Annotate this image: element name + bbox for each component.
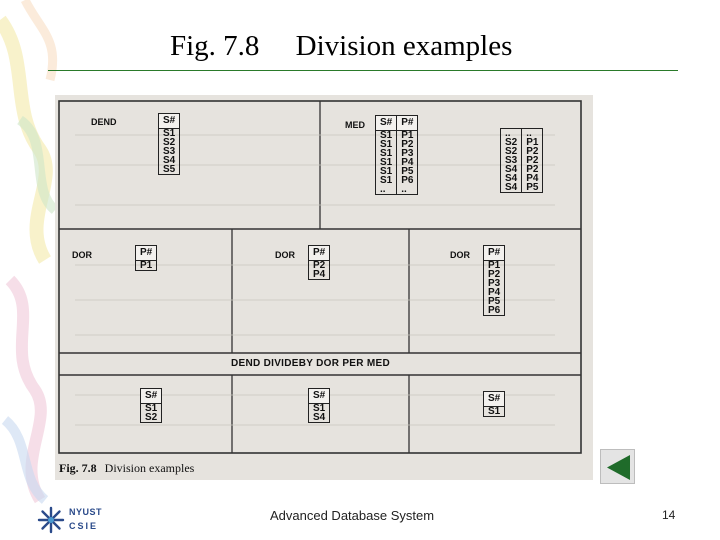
table-cell: P4 [396, 158, 419, 168]
table-cell: P5 [396, 167, 419, 177]
triangle-left-icon [607, 455, 630, 480]
table-cell: S4 [499, 183, 523, 193]
division-expression: DEND DIVIDEBY DOR PER MED [231, 358, 391, 369]
table-cell: S2 [157, 138, 181, 148]
table-cell: P1 [482, 260, 506, 270]
table-cell: S4 [307, 413, 331, 423]
nyust-csie-logo: NYUST CSIE [36, 505, 116, 535]
table-cell: S1 [374, 167, 398, 177]
table-cell: P1 [134, 260, 158, 271]
dend-table: S# S1 S2 S3 S4 S5 [157, 113, 181, 175]
dend-header: S# [157, 113, 181, 129]
footer-course-name: Advanced Database System [270, 508, 435, 523]
table-cell: S1 [374, 158, 398, 168]
table-cell: P4 [307, 270, 331, 280]
table-cell: S1 [374, 176, 398, 186]
table-cell: P2 [521, 156, 544, 166]
table-cell: P1 [396, 130, 419, 140]
table-cell: P3 [482, 279, 506, 289]
table-cell: P2 [521, 147, 544, 157]
dor-label: DOR [72, 250, 92, 260]
table-cell: S1 [482, 406, 506, 417]
result-header: S# [482, 391, 506, 407]
med-label: MED [345, 120, 365, 130]
dor-label: DOR [450, 250, 470, 260]
table-cell: .. [521, 128, 544, 138]
result-table-3: S# S1 [482, 391, 506, 417]
table-cell: P3 [396, 149, 419, 159]
table-cell: P4 [521, 174, 544, 184]
caption-number: Fig. 7.8 [59, 461, 97, 475]
dor-header: P# [482, 245, 506, 261]
table-cell: P2 [396, 140, 419, 150]
dend-label: DEND [91, 117, 117, 127]
table-cell: S1 [374, 130, 398, 140]
dor-table-2: P# P2 P4 [307, 245, 331, 280]
slide-title: Fig. 7.8 Division examples [170, 30, 513, 62]
dor-header: P# [307, 245, 331, 261]
table-cell: S1 [157, 128, 181, 138]
dor-table-1: P# P1 [134, 245, 158, 271]
table-cell: .. [396, 185, 419, 195]
table-cell: P5 [482, 297, 506, 307]
med-header-s: S# [374, 115, 398, 131]
dor-label: DOR [275, 250, 295, 260]
previous-slide-button[interactable] [600, 449, 635, 484]
logo-text-csie: CSIE [69, 521, 99, 531]
logo-text-nyust: NYUST [69, 507, 103, 517]
table-cell: S1 [307, 403, 331, 413]
dor-table-3: P# P1 P2 P3 P4 P5 P6 [482, 245, 506, 316]
result-table-1: S# S1 S2 [139, 388, 163, 423]
table-cell: S5 [157, 165, 181, 175]
table-cell: S1 [374, 149, 398, 159]
page-number: 14 [662, 508, 676, 522]
table-cell: S4 [157, 156, 181, 166]
table-cell: P2 [307, 260, 331, 270]
dor-header: P# [134, 245, 158, 261]
table-cell: S3 [157, 147, 181, 157]
result-header: S# [307, 388, 331, 404]
table-cell: S1 [139, 403, 163, 413]
result-table-2: S# S1 S4 [307, 388, 331, 423]
caption-text: Division examples [104, 461, 195, 475]
title-divider [48, 70, 678, 71]
table-cell: S2 [139, 413, 163, 423]
table-cell: P4 [482, 288, 506, 298]
table-cell: S1 [374, 140, 398, 150]
snowflake-logo-icon [37, 506, 65, 534]
table-cell: P2 [482, 270, 506, 280]
table-cell: P5 [521, 183, 544, 193]
table-cell: .. [374, 185, 398, 195]
table-cell: P6 [396, 176, 419, 186]
figure-caption: Fig. 7.8 Division examples [59, 461, 194, 476]
result-header: S# [139, 388, 163, 404]
table-cell: P1 [521, 138, 544, 148]
med-header-p: P# [396, 115, 419, 131]
table-cell: P2 [521, 165, 544, 175]
table-cell: P6 [482, 306, 506, 316]
